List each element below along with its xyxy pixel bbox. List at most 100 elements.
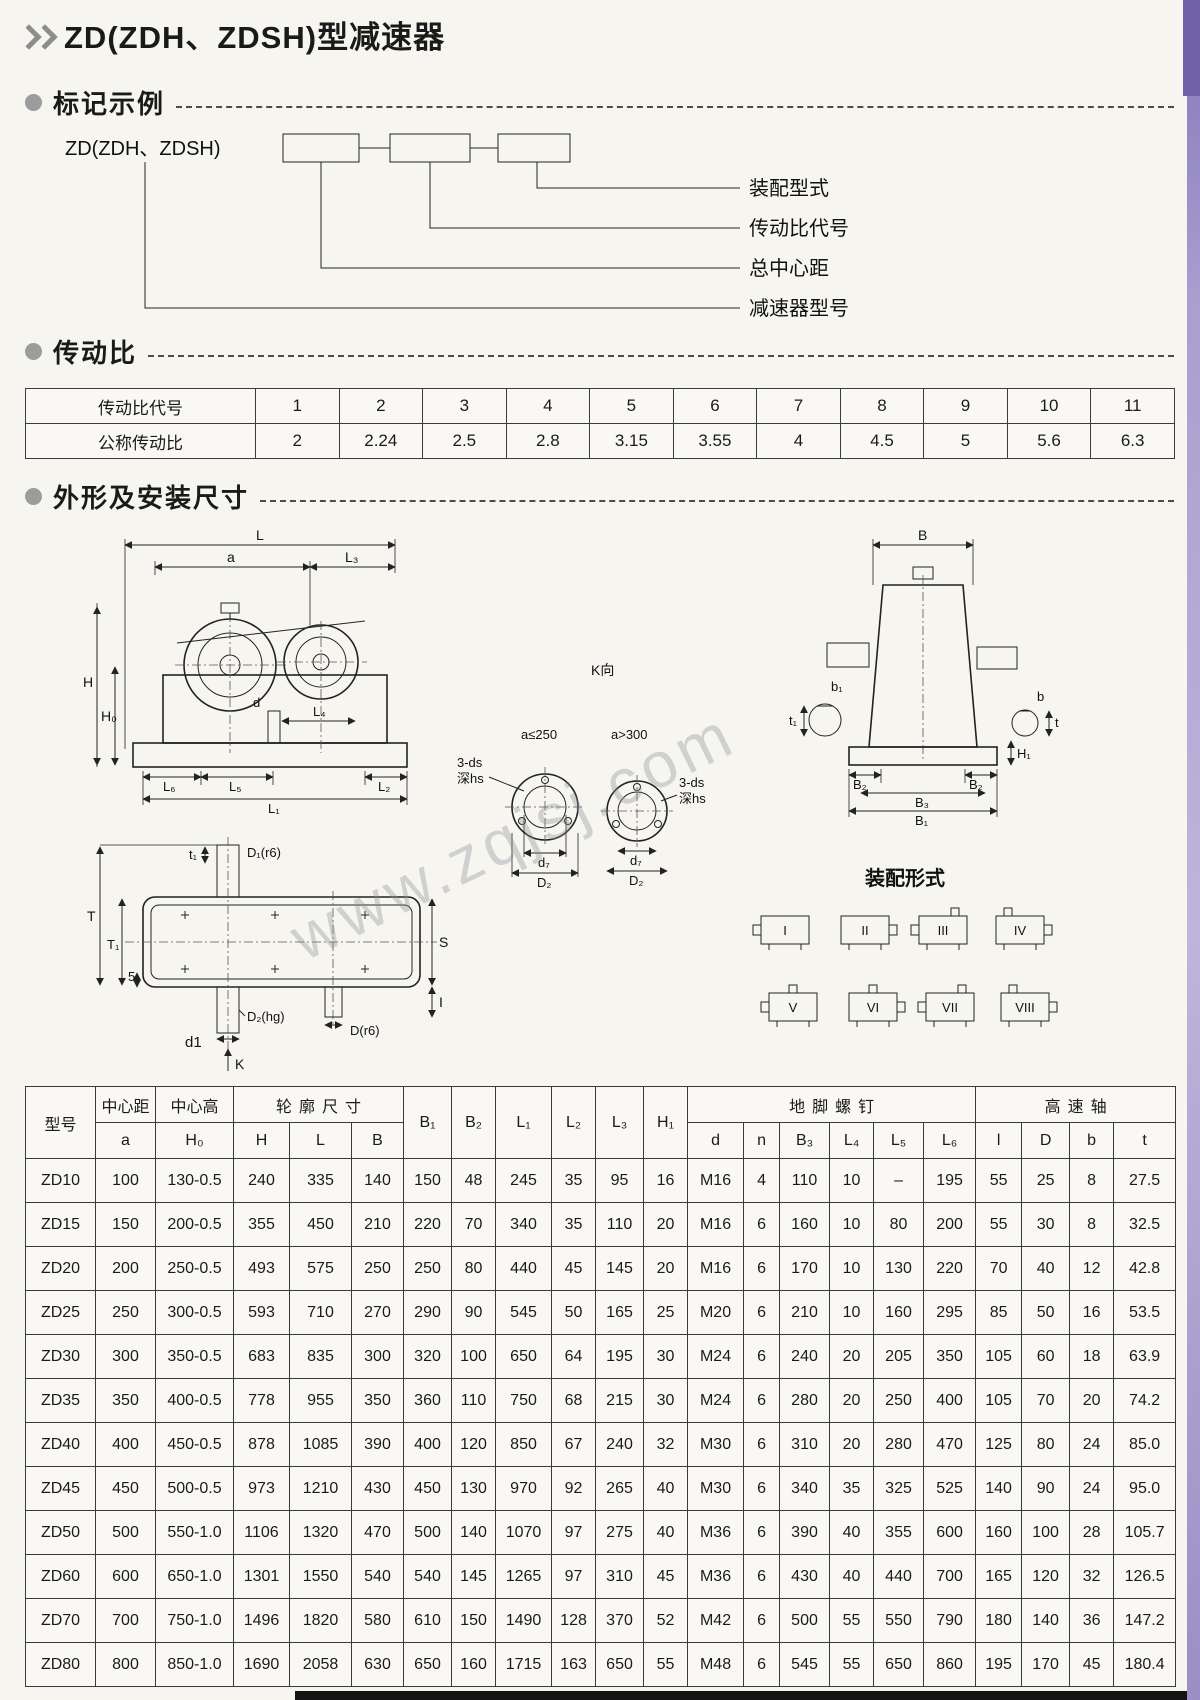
- value-cell: 450: [289, 1202, 352, 1247]
- value-cell: 27.5: [1113, 1158, 1177, 1203]
- value-cell: 2058: [289, 1642, 352, 1687]
- value-cell: 850-1.0: [155, 1642, 234, 1687]
- value-cell: 370: [595, 1598, 645, 1643]
- value-cell: 450: [95, 1466, 156, 1511]
- assembly-form-icon: III: [910, 907, 968, 950]
- value-cell: M42: [687, 1598, 745, 1643]
- value-cell: 800: [95, 1642, 156, 1687]
- header-a: a: [95, 1122, 156, 1159]
- model-cell: ZD20: [25, 1246, 96, 1291]
- value-cell: M16: [687, 1158, 745, 1203]
- ratio-value-cell: 3.15: [589, 423, 674, 459]
- value-cell: 8: [1069, 1158, 1115, 1203]
- value-cell: 1820: [289, 1598, 352, 1643]
- value-cell: 80: [873, 1202, 925, 1247]
- value-cell: 1490: [495, 1598, 553, 1643]
- value-cell: 165: [595, 1290, 645, 1335]
- value-cell: 120: [1021, 1554, 1071, 1599]
- value-cell: 540: [350, 1554, 405, 1599]
- k-view-ds-label-right: 3-ds: [679, 775, 705, 790]
- value-cell: 500-0.5: [155, 1466, 234, 1511]
- value-cell: 90: [451, 1290, 497, 1335]
- value-cell: 430: [779, 1554, 831, 1599]
- header-d: d: [687, 1122, 745, 1159]
- value-cell: 100: [451, 1334, 497, 1379]
- k-view-hs-label-left: 深hs: [457, 771, 484, 786]
- dim-label-L: L: [256, 527, 264, 543]
- value-cell: 125: [975, 1422, 1023, 1467]
- value-cell: 45: [1069, 1642, 1115, 1687]
- section-title-ratio: 传动比: [53, 338, 138, 368]
- assembly-form-label: VI: [867, 1000, 879, 1015]
- section-heading-ratio: 传动比: [25, 333, 1174, 370]
- ratio-row2-label: 公称传动比: [25, 423, 256, 459]
- k-view-D2-right: D₂: [629, 873, 643, 888]
- value-cell: 430: [350, 1466, 405, 1511]
- value-cell: 35: [829, 1466, 875, 1511]
- value-cell: 28: [1069, 1510, 1115, 1555]
- value-cell: 92: [551, 1466, 597, 1511]
- value-cell: 390: [779, 1510, 831, 1555]
- value-cell: 350: [350, 1378, 405, 1423]
- dim-label-B1: B₁: [915, 813, 929, 828]
- value-cell: 790: [923, 1598, 977, 1643]
- value-cell: 40: [643, 1510, 689, 1555]
- ratio-code-cell: 6: [672, 388, 758, 424]
- value-cell: 20: [829, 1422, 875, 1467]
- value-cell: M36: [687, 1554, 745, 1599]
- dim-label-K: K: [235, 1056, 245, 1072]
- k-view-d7-right: d₇: [630, 853, 642, 868]
- value-cell: 16: [1069, 1290, 1115, 1335]
- value-cell: 350: [923, 1334, 977, 1379]
- value-cell: 30: [643, 1334, 689, 1379]
- value-cell: M48: [687, 1642, 745, 1687]
- value-cell: 750: [495, 1378, 553, 1423]
- header-L: L: [289, 1122, 352, 1159]
- value-cell: M30: [687, 1466, 745, 1511]
- value-cell: 600: [923, 1510, 977, 1555]
- value-cell: 90: [1021, 1466, 1071, 1511]
- assembly-form-icon: IV: [995, 907, 1053, 950]
- value-cell: 350-0.5: [155, 1334, 234, 1379]
- value-cell: 130: [873, 1246, 925, 1291]
- header-l: l: [975, 1122, 1023, 1159]
- dim-label-B3: B₃: [915, 795, 929, 810]
- value-cell: 110: [451, 1378, 497, 1423]
- header-L2: L₂: [551, 1086, 597, 1159]
- page-edge-strip: [1187, 0, 1200, 1700]
- value-cell: 195: [595, 1334, 645, 1379]
- value-cell: 700: [923, 1554, 977, 1599]
- value-cell: 550: [873, 1598, 925, 1643]
- dim-label-L5: L₅: [229, 779, 241, 794]
- section-dashed-rule: [148, 354, 1174, 357]
- value-cell: 6: [743, 1642, 781, 1687]
- value-cell: –: [873, 1158, 925, 1203]
- value-cell: 275: [595, 1510, 645, 1555]
- value-cell: 350: [95, 1378, 156, 1423]
- k-view-drawing: K向 a≤250 a>300 3-ds 深hs d₇ D₂: [457, 662, 706, 890]
- value-cell: 955: [289, 1378, 352, 1423]
- value-cell: 53.5: [1113, 1290, 1177, 1335]
- dim-label-D: D(r6): [350, 1023, 380, 1038]
- dim-label-H: H: [83, 674, 93, 690]
- marking-box-center-distance: [282, 133, 360, 163]
- value-cell: 1301: [233, 1554, 290, 1599]
- value-cell: 280: [873, 1422, 925, 1467]
- k-view-cond2: a>300: [611, 727, 648, 742]
- value-cell: 55: [829, 1642, 875, 1687]
- marking-box-assembly: [497, 133, 571, 163]
- value-cell: 68: [551, 1378, 597, 1423]
- value-cell: 220: [923, 1246, 977, 1291]
- value-cell: 160: [779, 1202, 831, 1247]
- value-cell: 100: [1021, 1510, 1071, 1555]
- ratio-code-cell: 1: [255, 388, 340, 424]
- section-dashed-rule: [260, 499, 1174, 502]
- value-cell: 25: [643, 1290, 689, 1335]
- value-cell: 210: [350, 1202, 405, 1247]
- ratio-code-cell: 5: [589, 388, 674, 424]
- main-table-header-row2: a H₀ H L B d n B₃ L₄ L₅ L₆ l D b t: [26, 1122, 1177, 1159]
